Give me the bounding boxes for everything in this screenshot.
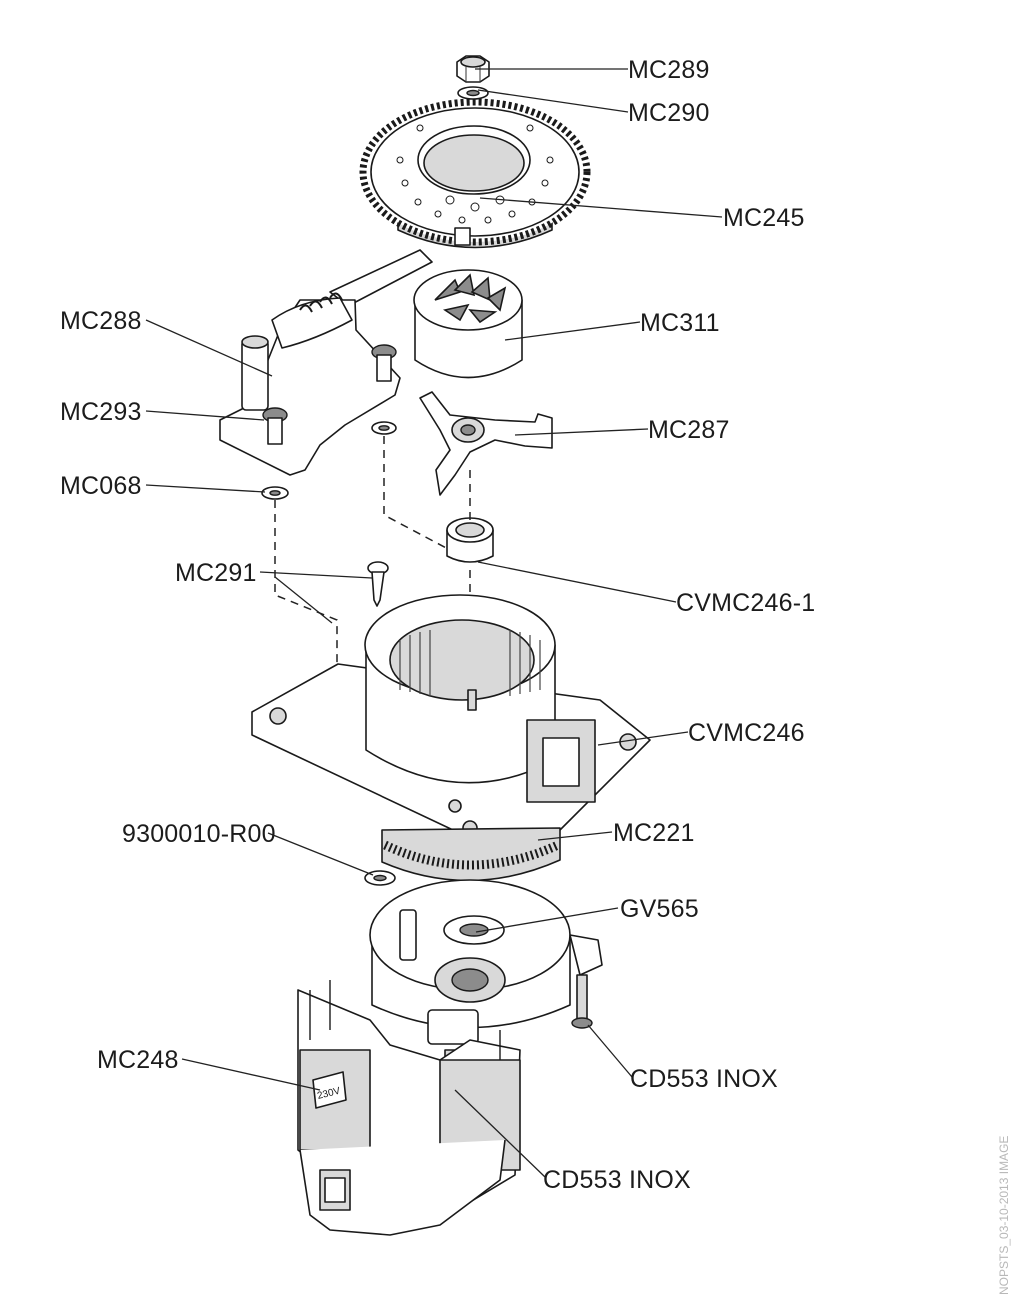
label-mc245: MC245 <box>723 204 805 232</box>
label-mc221: MC221 <box>613 819 695 847</box>
margin-note: NOPSTS_03-10-2013 IMAGE <box>997 1136 1011 1295</box>
gear-mc221 <box>381 827 561 882</box>
label-cvmc246: CVMC246 <box>688 719 805 747</box>
motor-brand-plate: 230V <box>312 1071 347 1109</box>
gear-ring-mc245 <box>359 98 591 249</box>
base-housing-cvmc246 <box>251 594 651 839</box>
label-mc248: MC248 <box>97 1046 179 1074</box>
housing-thread <box>399 630 541 696</box>
leader-lines <box>145 68 723 1178</box>
washer-mc068 <box>261 486 289 500</box>
label-cvmc246-1: CVMC246-1 <box>676 589 815 617</box>
arm-mc288 <box>219 249 433 476</box>
washer-mc290 <box>457 86 489 100</box>
label-mc289: MC289 <box>628 56 710 84</box>
burr-mc311 <box>413 269 523 379</box>
washer-upper <box>371 421 397 435</box>
label-mc293: MC293 <box>60 398 142 426</box>
label-cd553-lower: CD553 INOX <box>543 1166 691 1194</box>
label-9300010-r00: 9300010-R00 <box>122 820 276 848</box>
lever-mc287 <box>419 391 553 496</box>
label-cd553-right: CD553 INOX <box>630 1065 778 1093</box>
label-mc068: MC068 <box>60 472 142 500</box>
screw-cd553-right <box>571 974 593 1029</box>
screw-mc291 <box>367 561 389 607</box>
worm-thread <box>299 292 343 313</box>
label-mc311: MC311 <box>640 309 720 337</box>
gearbox-plate-gv565 <box>369 879 603 1045</box>
washer-9300010 <box>364 870 396 886</box>
part-labels: MC289 MC290 MC245 MC311 MC288 MC293 MC28… <box>60 56 815 1194</box>
label-mc288: MC288 <box>60 307 142 335</box>
label-gv565: GV565 <box>620 895 699 923</box>
nut-mc289 <box>456 55 490 83</box>
label-mc291: MC291 <box>175 559 257 587</box>
label-mc287: MC287 <box>648 416 730 444</box>
motor-mc248: 230V <box>297 980 521 1236</box>
label-mc290: MC290 <box>628 99 710 127</box>
burr-blades <box>434 273 507 324</box>
screw-mc293 <box>262 344 397 445</box>
bushing-cvmc246-1 <box>446 517 494 563</box>
